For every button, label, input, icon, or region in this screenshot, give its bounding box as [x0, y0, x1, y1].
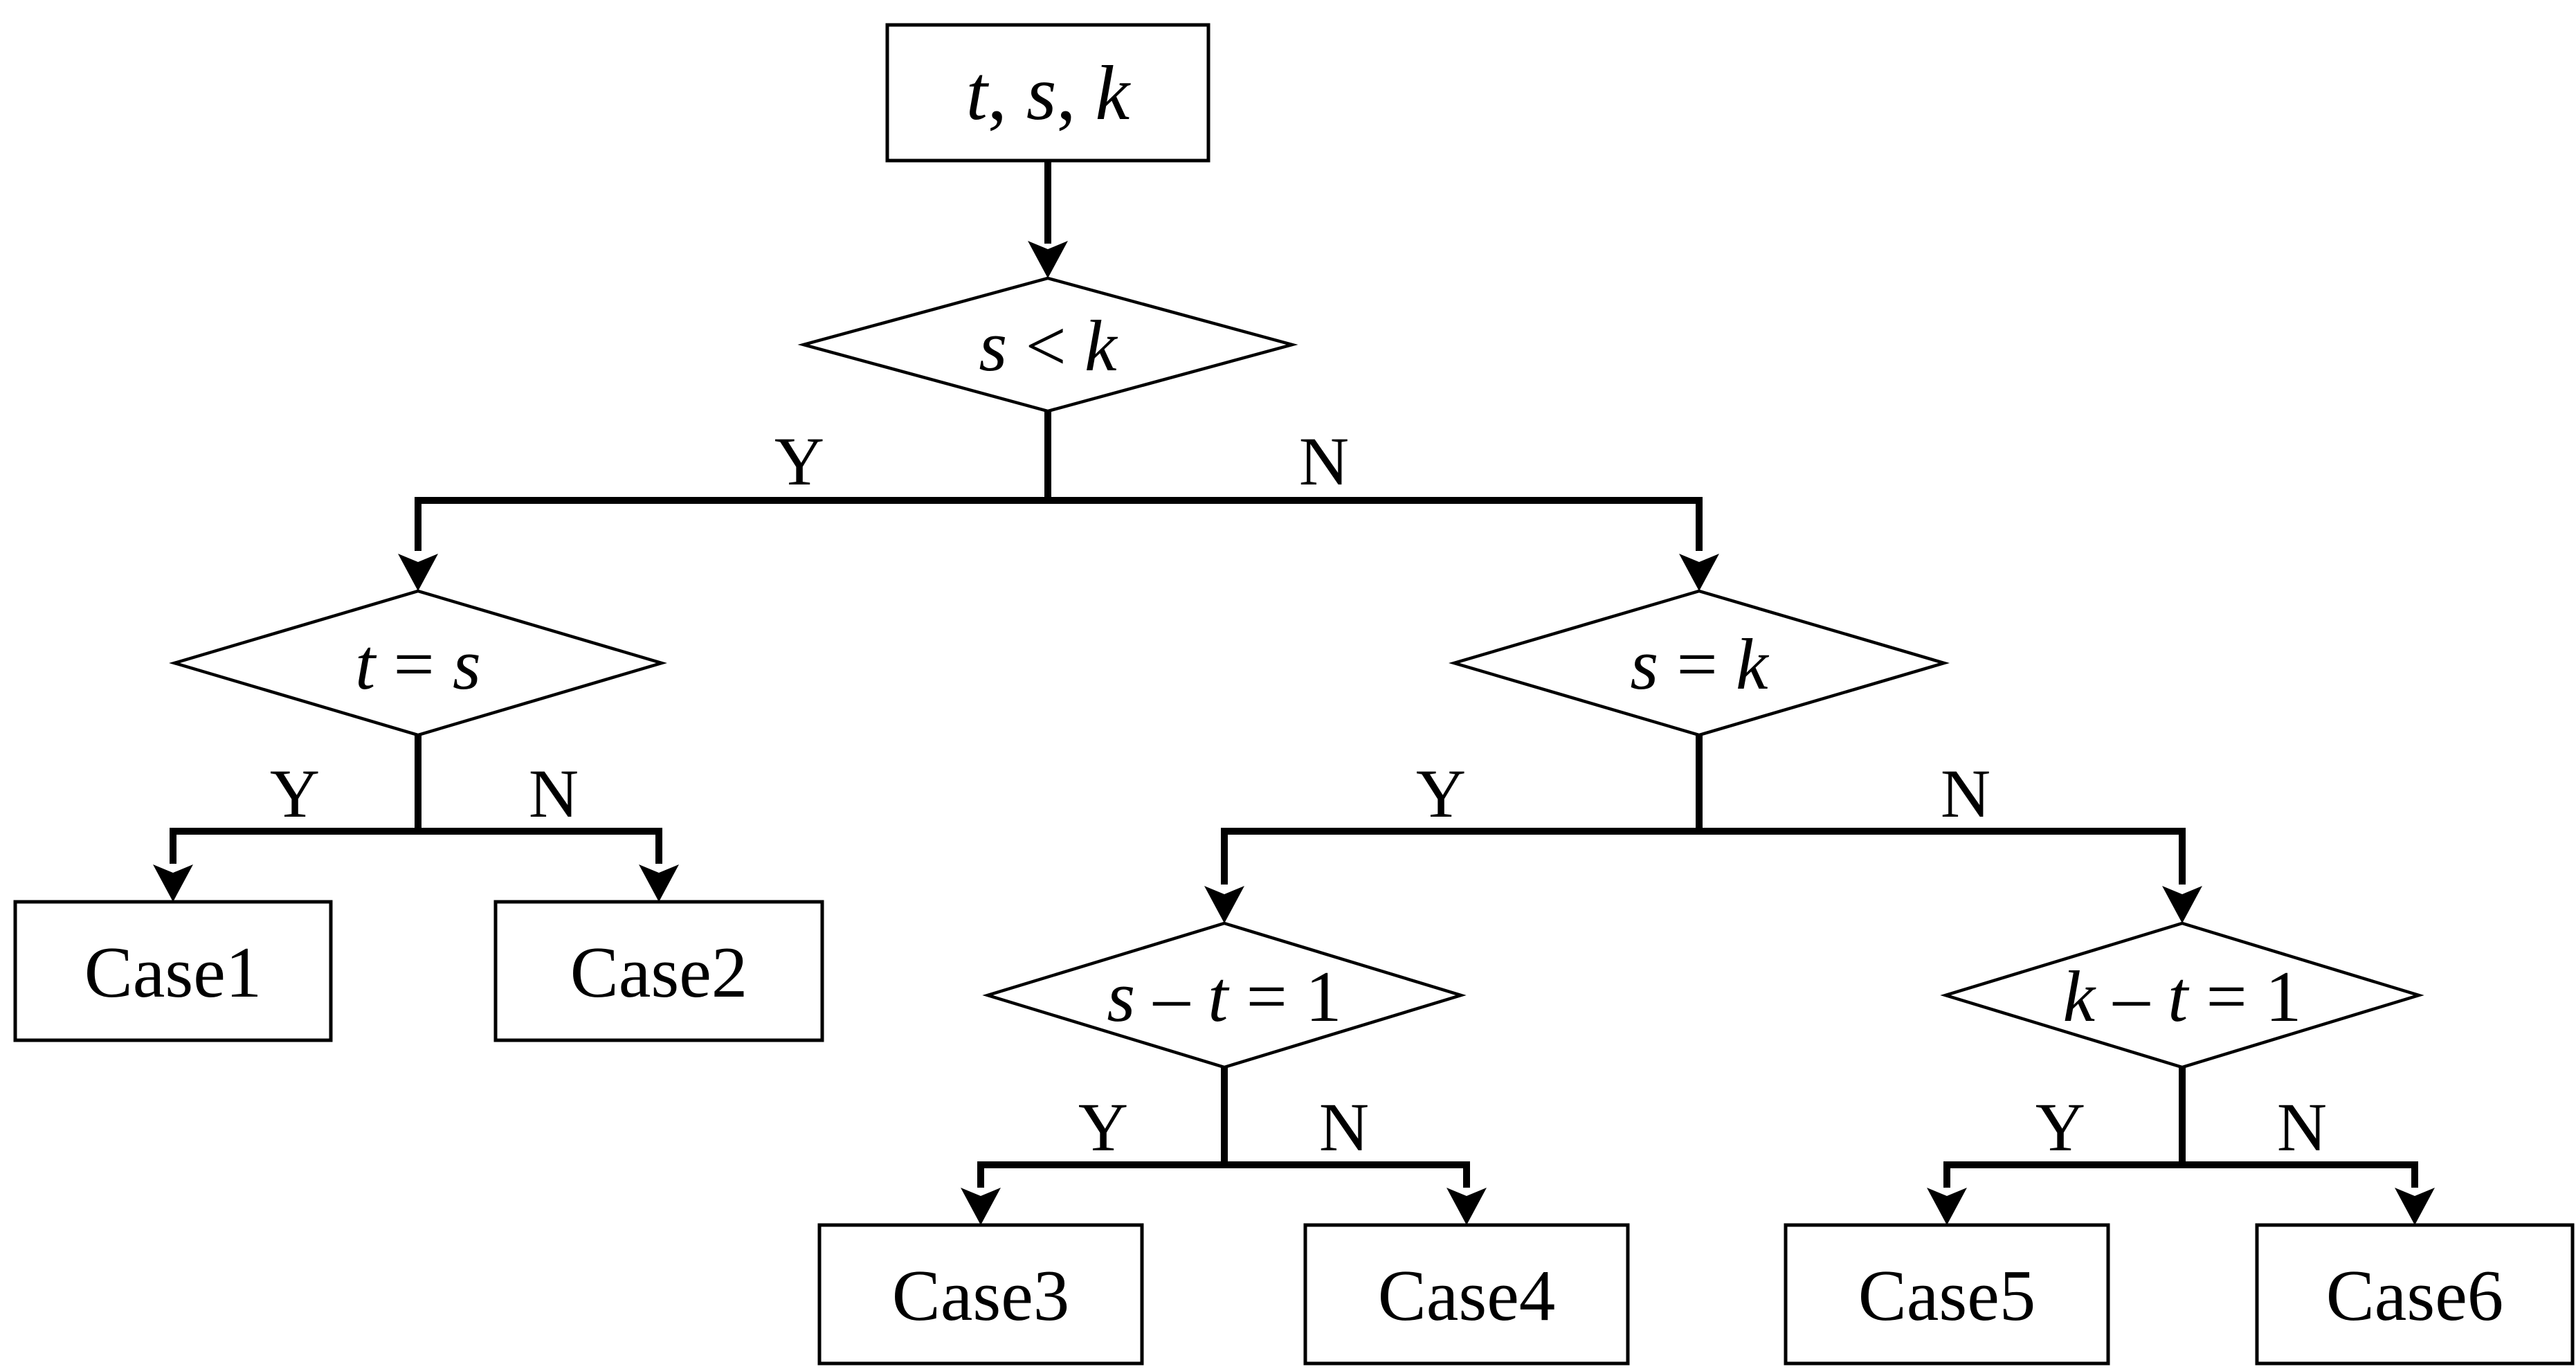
arrow-down-icon [1446, 1188, 1487, 1225]
arrowheads [153, 241, 2435, 1225]
case2-node-label: Case2 [570, 932, 748, 1013]
arrow-down-icon [2395, 1188, 2435, 1225]
arrow-down-icon [639, 864, 679, 902]
branch-d3-yes-label: Y [1416, 755, 1466, 832]
decision-s-minus-t-eq-1-label: s – t = 1 [1107, 956, 1341, 1037]
case3-node-label: Case3 [892, 1255, 1070, 1336]
arrow-down-icon [961, 1188, 1001, 1225]
case6-node [2255, 1223, 2575, 1366]
arrow-down-icon [1927, 1188, 1967, 1225]
decision-s-eq-k [1449, 589, 1950, 737]
branch-d2-yes-label: Y [270, 755, 320, 832]
decision-t-eq-s [169, 589, 667, 737]
branch-d3-no-label: N [1941, 755, 1990, 832]
branch-d4-connector [977, 1067, 1470, 1188]
edges [170, 159, 2418, 1188]
branch-d5-no-label: N [2277, 1089, 2327, 1166]
arrow-down-icon [398, 554, 438, 591]
arrow-down-icon [2162, 886, 2202, 923]
branch-d4-no-label: N [1319, 1089, 1369, 1166]
case6-node-label: Case6 [2326, 1255, 2504, 1336]
start-node [885, 23, 1210, 163]
case2-node [493, 900, 824, 1042]
nodes: t, s, k s < k t = s s = k s – t = 1 k – … [13, 23, 2575, 1366]
start-node-label: t, s, k [966, 51, 1132, 136]
decision-s-minus-t-eq-1 [982, 921, 1467, 1069]
decision-s-lt-k-label: s < k [979, 305, 1118, 386]
branch-d2-connector [170, 735, 662, 864]
case3-node [817, 1223, 1144, 1366]
branch-d1-no-label: N [1299, 423, 1349, 500]
branch-d5-yes-label: Y [2035, 1089, 2085, 1166]
decision-t-eq-s-label: t = s [355, 624, 481, 705]
branch-d5-connector [1943, 1067, 2418, 1188]
decision-s-lt-k [797, 276, 1298, 413]
arrow-down-icon [1028, 241, 1068, 278]
case4-node [1303, 1223, 1630, 1366]
branch-labels: Y N Y N Y N Y N Y N [270, 423, 2327, 1166]
case5-node-label: Case5 [1858, 1255, 2036, 1336]
decision-s-eq-k-label: s = k [1630, 624, 1770, 705]
branch-d3-connector [1221, 735, 2186, 885]
arrow-down-icon [1204, 886, 1244, 923]
arrow-down-icon [1679, 554, 1719, 591]
case1-node [13, 900, 333, 1042]
case5-node [1784, 1223, 2110, 1366]
branch-d2-no-label: N [529, 755, 579, 832]
branch-d1-connector [415, 411, 1703, 551]
arrow-down-icon [153, 864, 193, 902]
case4-node-label: Case4 [1378, 1255, 1556, 1336]
decision-k-minus-t-eq-1 [1940, 921, 2424, 1069]
case1-node-label: Case1 [84, 932, 262, 1013]
branch-d1-yes-label: Y [774, 423, 824, 500]
decision-k-minus-t-eq-1-label: k – t = 1 [2062, 956, 2301, 1037]
branch-d4-yes-label: Y [1078, 1089, 1128, 1166]
